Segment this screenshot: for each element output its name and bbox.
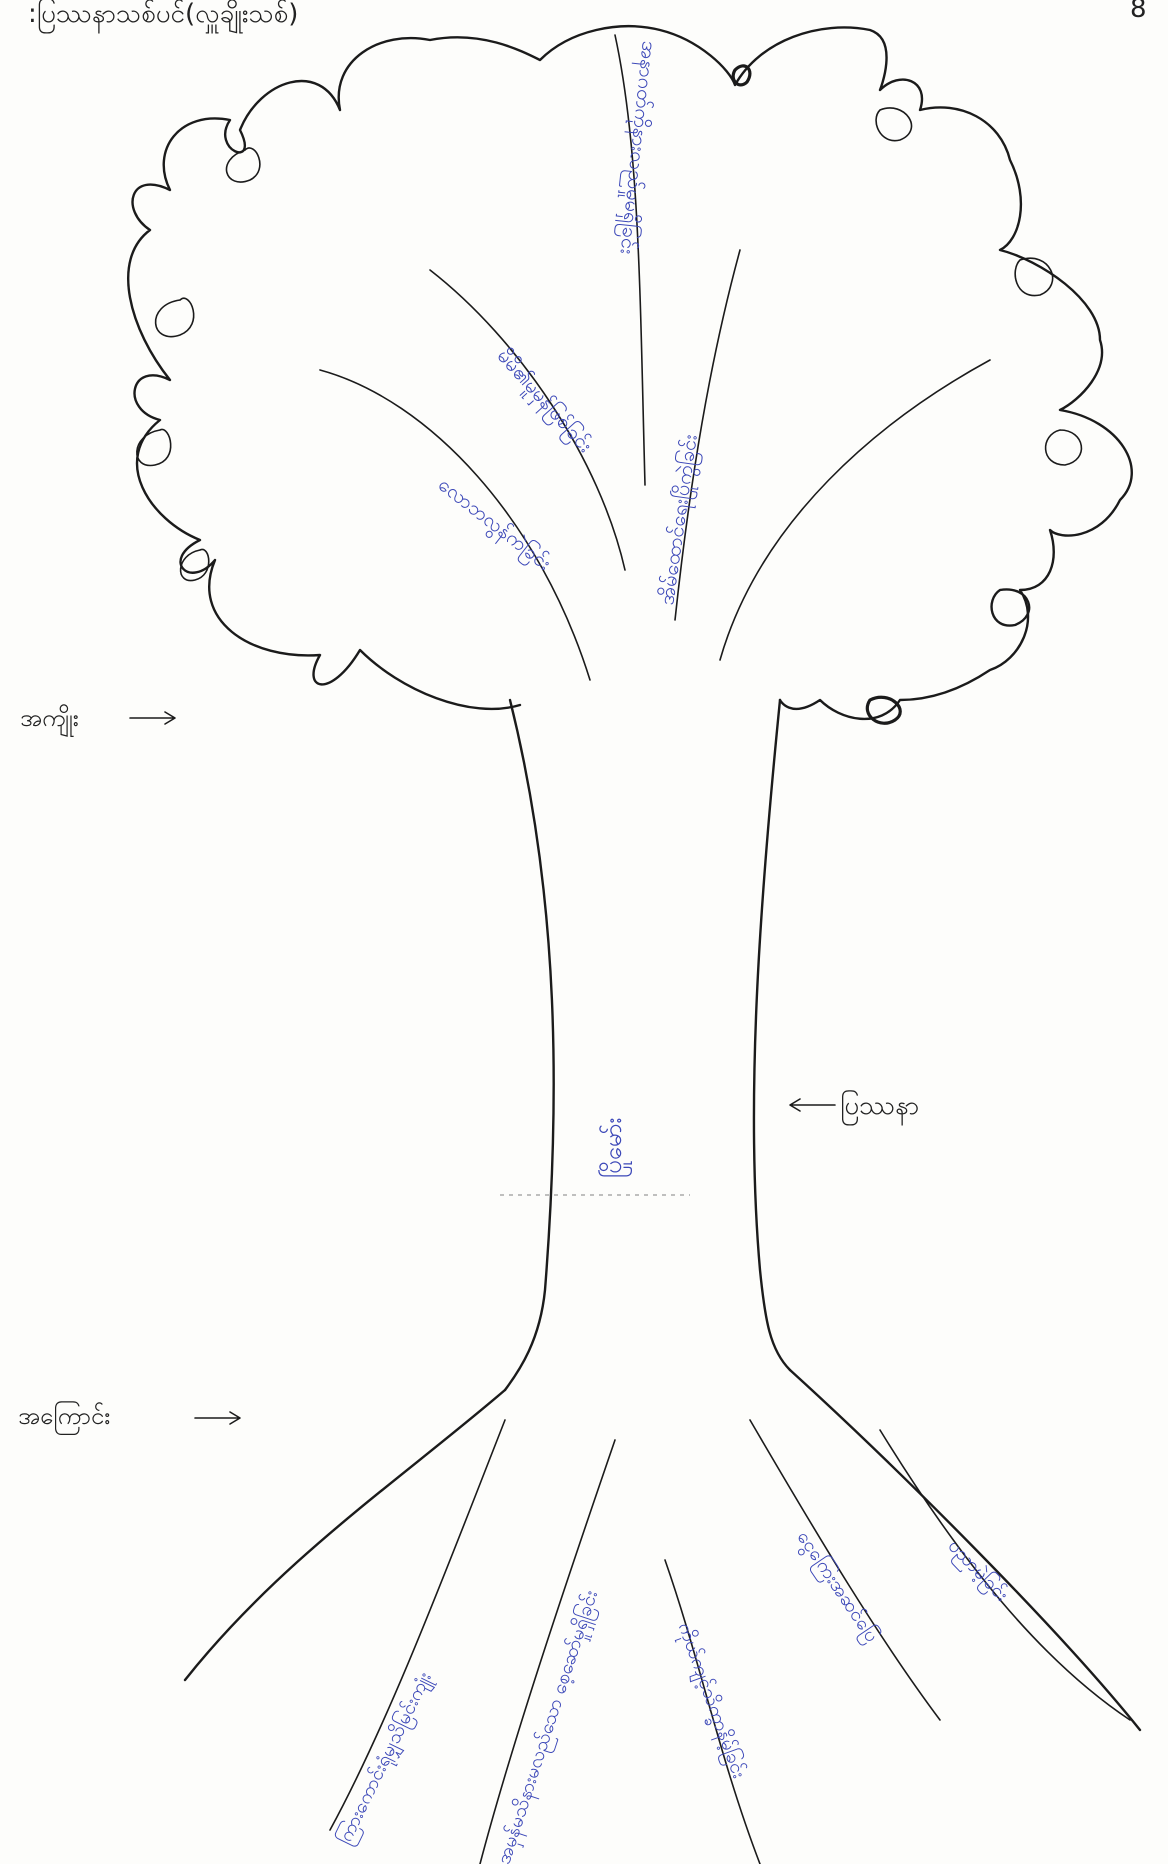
- root-line-2: [480, 1440, 615, 1864]
- branch-line-2: [430, 270, 625, 570]
- root-line-left-outer: [185, 1390, 505, 1680]
- arrow-roots: [195, 1412, 240, 1424]
- root-line-1: [330, 1420, 505, 1830]
- worksheet-title: :ပြဿနာသစ်ပင်(လှူချိုးသစ်): [28, 0, 298, 35]
- corner-mark: 8: [1130, 0, 1147, 24]
- root-line-4: [750, 1420, 940, 1720]
- label-trunk: ပြဿနာ: [840, 1088, 919, 1127]
- branch-line-5: [720, 360, 990, 660]
- trunk-text: ပြိုမော်း: [597, 1118, 633, 1178]
- label-roots: အကြောင်း: [18, 1400, 110, 1436]
- label-crown: အကျိုး: [20, 702, 79, 738]
- arrow-trunk: [790, 1099, 835, 1111]
- root-line-5: [880, 1430, 1130, 1720]
- trunk-right-edge: [754, 700, 790, 1370]
- arrow-crown: [130, 712, 175, 724]
- trunk-left-edge: [505, 700, 554, 1390]
